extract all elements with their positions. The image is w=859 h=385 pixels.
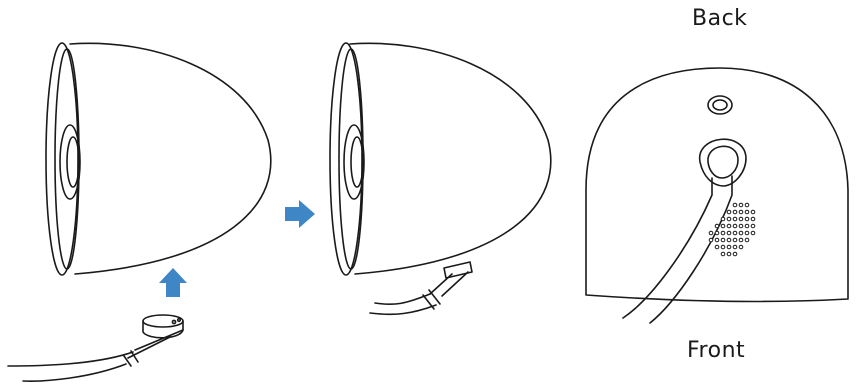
back-housing bbox=[586, 68, 848, 302]
camera-left bbox=[46, 43, 271, 275]
front-label: Front bbox=[687, 338, 746, 363]
mount-hole-outer bbox=[708, 96, 732, 114]
speaker-grille bbox=[709, 203, 755, 256]
right-arrow-icon bbox=[285, 200, 315, 228]
charger-cable bbox=[8, 352, 133, 381]
camera-middle bbox=[330, 43, 551, 275]
camera-left-lens-outer bbox=[60, 125, 80, 199]
cable-port bbox=[700, 139, 746, 186]
back-cable bbox=[623, 176, 732, 323]
camera-left-body bbox=[70, 43, 271, 274]
up-arrow-icon bbox=[159, 268, 187, 297]
camera-middle-lens-outer bbox=[344, 125, 364, 199]
charger-stem bbox=[128, 330, 183, 358]
charger-puck-top bbox=[143, 315, 183, 327]
camera-middle-body bbox=[350, 43, 551, 274]
camera-back-view bbox=[586, 68, 848, 323]
charger-attached-cable bbox=[370, 294, 436, 314]
back-label: Back bbox=[692, 6, 748, 31]
camera-left-face-outer bbox=[46, 43, 78, 275]
camera-middle-lens-inner bbox=[351, 137, 363, 187]
cable-port-inner bbox=[708, 146, 738, 178]
charger-puck-side bbox=[143, 321, 183, 338]
mount-hole-inner bbox=[713, 100, 727, 110]
charger-attached bbox=[370, 262, 472, 314]
camera-left-lens-inner bbox=[67, 137, 79, 187]
charger-attached-connector bbox=[444, 262, 472, 278]
charger-magnet bbox=[8, 315, 183, 381]
camera-middle-face-outer bbox=[330, 43, 362, 275]
charger-attached-stem bbox=[430, 272, 468, 296]
